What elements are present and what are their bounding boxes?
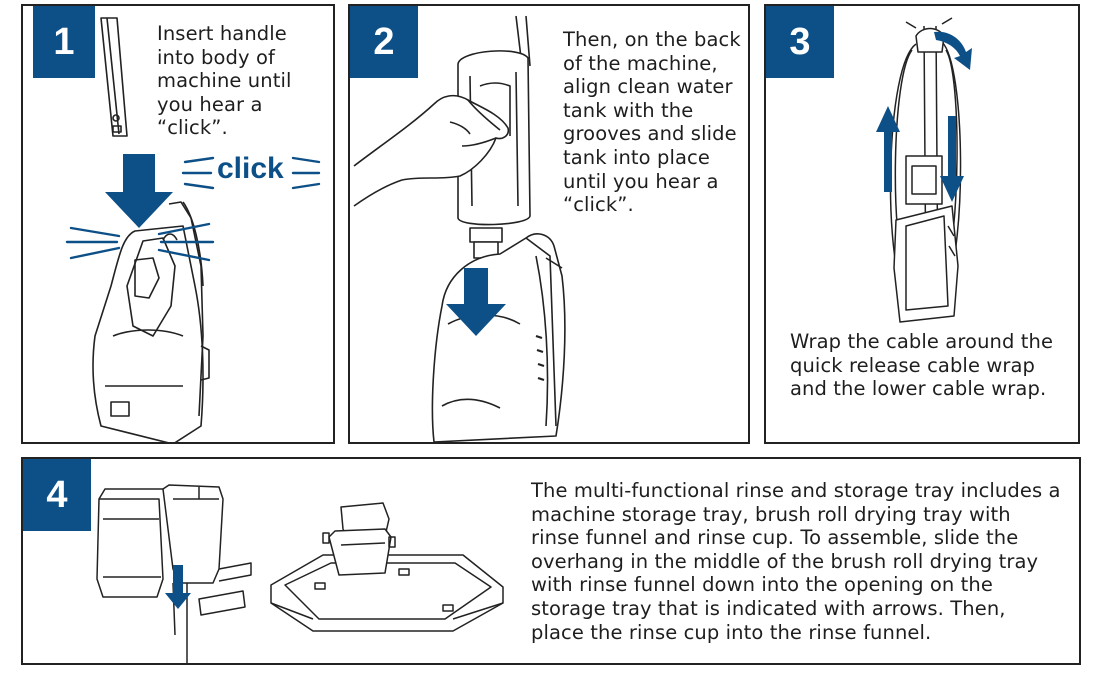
step-2-number: 2 bbox=[350, 6, 418, 78]
tray-assembly-illustration bbox=[96, 484, 504, 663]
step-4-panel: 4 The multi-functional rinse and storage… bbox=[21, 457, 1081, 665]
click-callout: click bbox=[217, 152, 284, 185]
step-3-panel: 3 Wrap the cable around the quick releas… bbox=[764, 4, 1080, 444]
water-tank-illustration bbox=[353, 15, 566, 442]
handle-insert-illustration bbox=[65, 17, 321, 442]
step-3-instructions: Wrap the cable around the quick release … bbox=[790, 330, 1054, 401]
step-1-panel: 1 Insert handle into body of machine unt… bbox=[21, 4, 335, 444]
cable-wrap-illustration bbox=[876, 17, 972, 323]
step-4-instructions: The multi-functional rinse and storage t… bbox=[531, 479, 1061, 644]
step-2-instructions: Then, on the back of the machine, align … bbox=[563, 28, 741, 217]
step-1-instructions: Insert handle into body of machine until… bbox=[157, 22, 292, 140]
step-1-number: 1 bbox=[33, 6, 95, 78]
step-3-number: 3 bbox=[766, 6, 834, 78]
step-4-number: 4 bbox=[23, 459, 91, 531]
step-2-panel: 2 Then, on the back of the machine, alig… bbox=[348, 4, 750, 444]
